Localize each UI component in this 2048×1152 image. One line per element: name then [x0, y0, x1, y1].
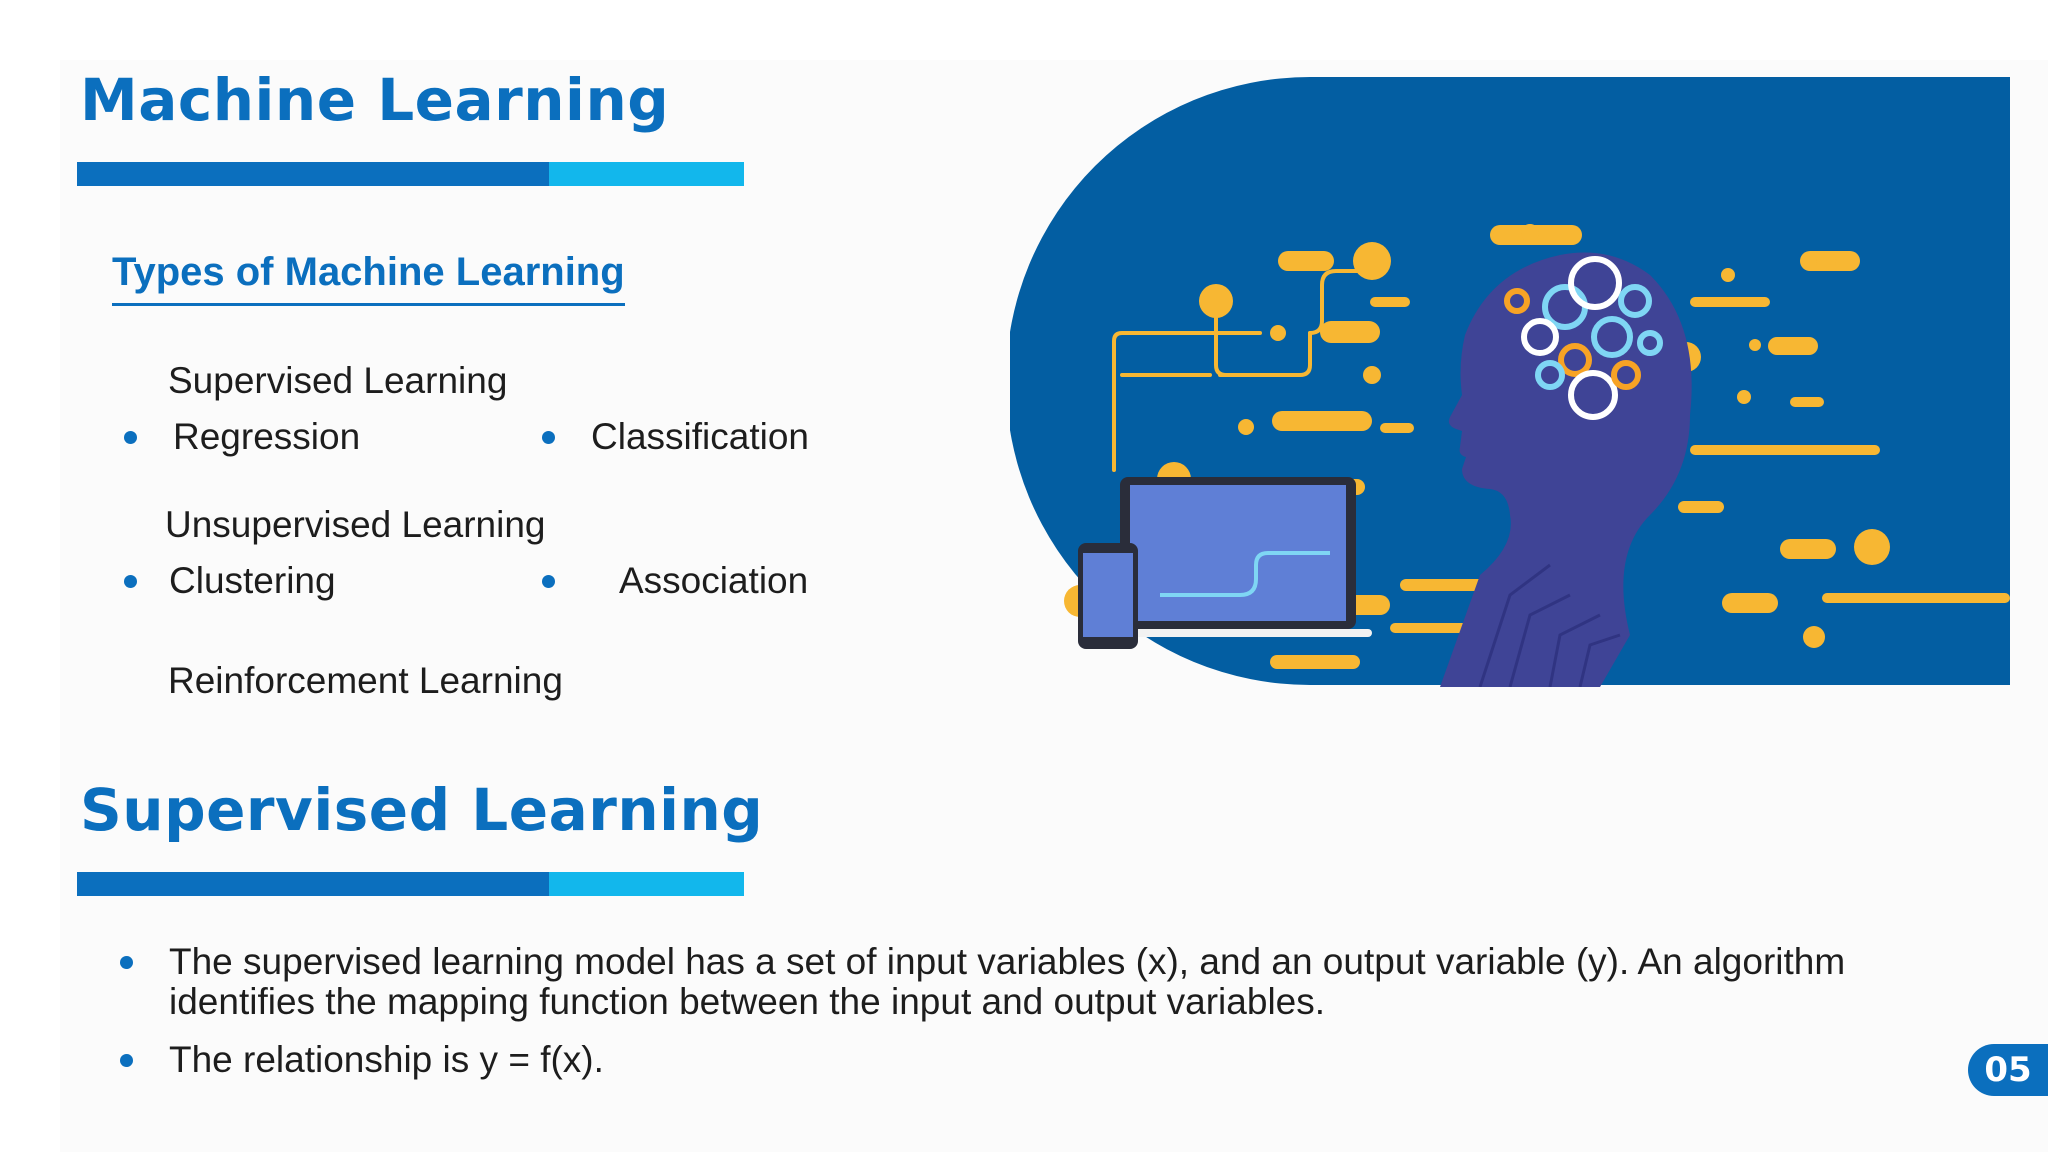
slide-title: Machine Learning [80, 66, 670, 134]
paragraph-bullet-1: The supervised learning model has a set … [120, 942, 1980, 1022]
page-number-badge: 05 [1968, 1044, 2048, 1096]
list-item-classification: Classification [542, 416, 809, 458]
list-item-label: Regression [173, 416, 361, 457]
underline-dark-segment [77, 872, 549, 896]
type-reinforcement: Reinforcement Learning [168, 660, 563, 701]
bullet-dot-icon [124, 574, 137, 588]
gears-cluster [1504, 256, 1663, 420]
list-item-label: Association [619, 560, 809, 601]
underline-light-segment [549, 872, 744, 896]
list-item-label: Classification [591, 416, 809, 457]
underline-dark-segment [77, 162, 549, 186]
phone-icon [1078, 543, 1138, 649]
paragraph-bullet-2: The relationship is y = f(x). [120, 1040, 1980, 1080]
list-item-label: Clustering [169, 560, 336, 601]
title-underline [77, 162, 744, 186]
section-underline [77, 872, 744, 896]
bullet-dot-icon [120, 1054, 133, 1067]
bullet-dot-icon [120, 956, 133, 969]
paragraph-text: The supervised learning model has a set … [169, 941, 1846, 1022]
bullet-dot-icon [542, 430, 555, 444]
bullet-dot-icon [124, 430, 137, 444]
laptop-icon [1106, 477, 1372, 637]
list-item-clustering: Clustering [124, 560, 336, 602]
type-supervised: Supervised Learning [168, 360, 508, 401]
type-unsupervised: Unsupervised Learning [165, 504, 546, 545]
ai-brain-gears-illustration [1010, 77, 2010, 687]
types-heading: Types of Machine Learning [112, 250, 625, 306]
list-item-association: Association [542, 560, 808, 602]
underline-light-segment [549, 162, 744, 186]
circuit-traces [1478, 563, 1621, 687]
bullet-dot-icon [542, 574, 555, 588]
section-title-supervised: Supervised Learning [80, 776, 764, 844]
circuit-lines [1112, 269, 1362, 472]
list-item-regression: Regression [124, 416, 360, 458]
paragraph-text: The relationship is y = f(x). [169, 1039, 604, 1080]
